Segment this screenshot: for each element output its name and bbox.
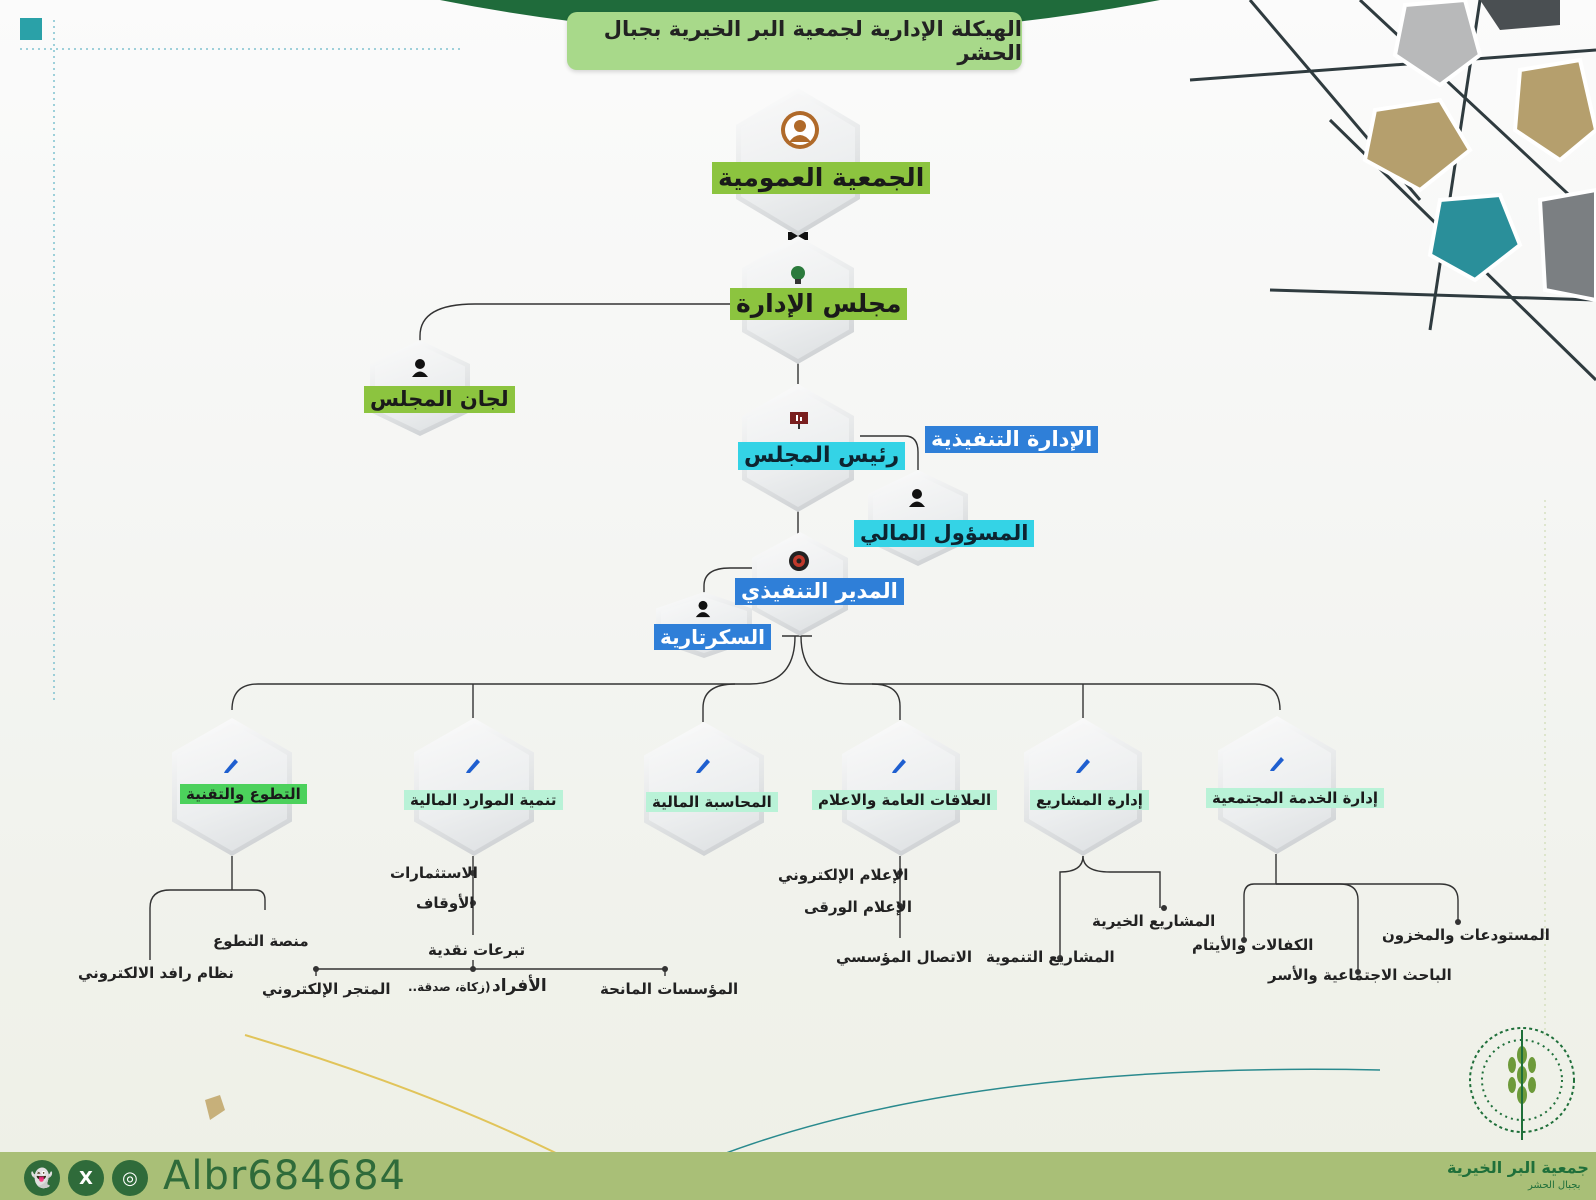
sub-individuals-note: (زكاة، صدقة.. bbox=[408, 980, 491, 994]
person-icon bbox=[909, 489, 925, 507]
pen-icon bbox=[696, 759, 710, 773]
lightbulb-icon bbox=[791, 266, 805, 284]
person-icon bbox=[412, 359, 428, 377]
org-subtitle: بجبال الحشر bbox=[1528, 1180, 1581, 1191]
executive-management-label: الإدارة التنفيذية bbox=[925, 426, 1099, 454]
org-name: جمعية البر الخيرية bbox=[1447, 1158, 1589, 1177]
dept-accounting-label: المحاسبة المالية bbox=[646, 792, 778, 812]
pen-icon bbox=[1076, 759, 1090, 773]
sub-donor-institutions: المؤسسات المانحة bbox=[600, 980, 739, 998]
snapchat-icon[interactable]: 👻 bbox=[24, 1160, 60, 1196]
pen-icon bbox=[892, 759, 906, 773]
sub-individuals: الأفراد bbox=[492, 976, 547, 996]
person-icon bbox=[781, 111, 819, 149]
committees-label: لجان المجلس bbox=[364, 386, 515, 414]
person-icon bbox=[695, 600, 711, 618]
sub-warehouses: المستودعات والمخزون bbox=[1382, 926, 1550, 944]
dept-volunteering-label: التطوع والتقنية bbox=[180, 784, 307, 804]
gear-icon bbox=[789, 551, 809, 571]
sub-e-media: الإعلام الإلكتروني bbox=[778, 866, 909, 884]
instagram-icon[interactable]: ◎ bbox=[112, 1160, 148, 1196]
sub-investments: الاستثمارات bbox=[390, 864, 478, 882]
dept-projects-label: إدارة المشاريع bbox=[1030, 790, 1149, 810]
sub-endowments: الأوقاف bbox=[416, 894, 475, 912]
page-title: الهيكلة الإدارية لجمعية البر الخيرية بجب… bbox=[567, 12, 1022, 70]
sub-development-projects: المشاريع التنموية bbox=[986, 948, 1115, 966]
sub-sponsorships: الكفالات والأيتام bbox=[1192, 936, 1314, 954]
financial-officer-label: المسؤول المالي bbox=[854, 520, 1035, 548]
x-icon[interactable]: X bbox=[68, 1160, 104, 1196]
sub-paper-media: الإعلام الورقى bbox=[804, 898, 912, 916]
board-label: مجلس الإدارة bbox=[730, 288, 908, 320]
dept-relations-label: العلاقات العامة والاعلام bbox=[812, 790, 998, 810]
wheat-logo-icon bbox=[1469, 1027, 1575, 1140]
sub-charity-projects: المشاريع الخيرية bbox=[1092, 912, 1216, 930]
chairman-label: رئيس المجلس bbox=[738, 442, 906, 471]
social-handle[interactable]: Albr684684 bbox=[163, 1153, 407, 1199]
dept-community-label: إدارة الخدمة المجتمعية bbox=[1206, 788, 1385, 808]
secretariat-label: السكرتارية bbox=[654, 624, 771, 650]
general-assembly-label: الجمعية العمومية bbox=[712, 162, 931, 194]
sub-volunteering-platform: منصة التطوع bbox=[213, 932, 309, 950]
sub-rafid-system: نظام رافد الالكتروني bbox=[78, 964, 234, 982]
sub-social-researcher: الباحث الاجتماعية والأسر bbox=[1268, 966, 1452, 984]
pen-icon bbox=[1270, 757, 1284, 771]
resources-hex bbox=[414, 718, 534, 856]
relations-hex bbox=[842, 720, 960, 856]
dept-resources-label: تنمية الموارد المالية bbox=[404, 790, 563, 810]
sub-e-store: المتجر الإلكتروني bbox=[262, 980, 391, 998]
presentation-icon bbox=[790, 412, 808, 429]
footer-bar bbox=[0, 1152, 1596, 1200]
financial-officer-hex bbox=[868, 470, 968, 566]
pen-icon bbox=[224, 759, 238, 773]
executive-director-label: المدير التنفيذي bbox=[735, 578, 904, 606]
sub-cash-donations: تبرعات نقدية bbox=[428, 941, 526, 959]
sub-corporate-comm: الاتصال المؤسسي bbox=[836, 948, 973, 966]
pen-icon bbox=[466, 759, 480, 773]
